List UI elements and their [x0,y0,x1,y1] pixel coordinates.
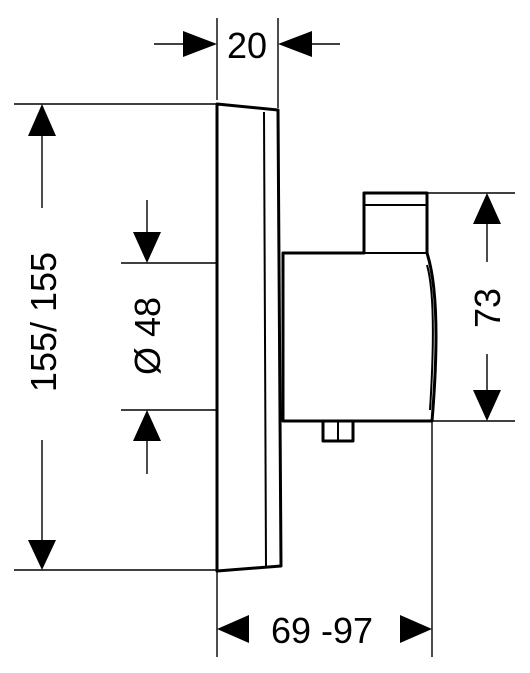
dimension-label-diameter: Ø 48 [127,297,168,375]
dimension-label-left-height: 155/ 155 [23,252,64,392]
arrow-up-icon [133,410,161,441]
arrow-up-icon [473,193,501,224]
dimension-bottom-width: 69 -97 [217,610,432,651]
dimension-top-width: 20 [154,25,340,66]
arrow-right-icon [183,31,217,57]
dimension-label-right-height: 73 [467,288,508,328]
arrow-up-icon [28,104,56,136]
cover-plate [215,102,283,573]
arrow-down-icon [473,390,501,421]
arrow-down-icon [28,540,56,570]
dimension-right-height: 73 [467,193,508,421]
arrow-down-icon [133,232,161,263]
dimension-left-height: 155/ 155 [23,104,64,570]
arrow-right-icon [400,615,432,643]
arrow-left-icon [278,31,312,57]
dimension-label-bottom-width: 69 -97 [271,610,373,651]
extension-lines [14,18,515,657]
arrow-left-icon [217,615,249,643]
thermostat-body [281,191,438,443]
dimension-diameter: Ø 48 [127,200,168,474]
dimension-label-top-width: 20 [227,25,267,66]
